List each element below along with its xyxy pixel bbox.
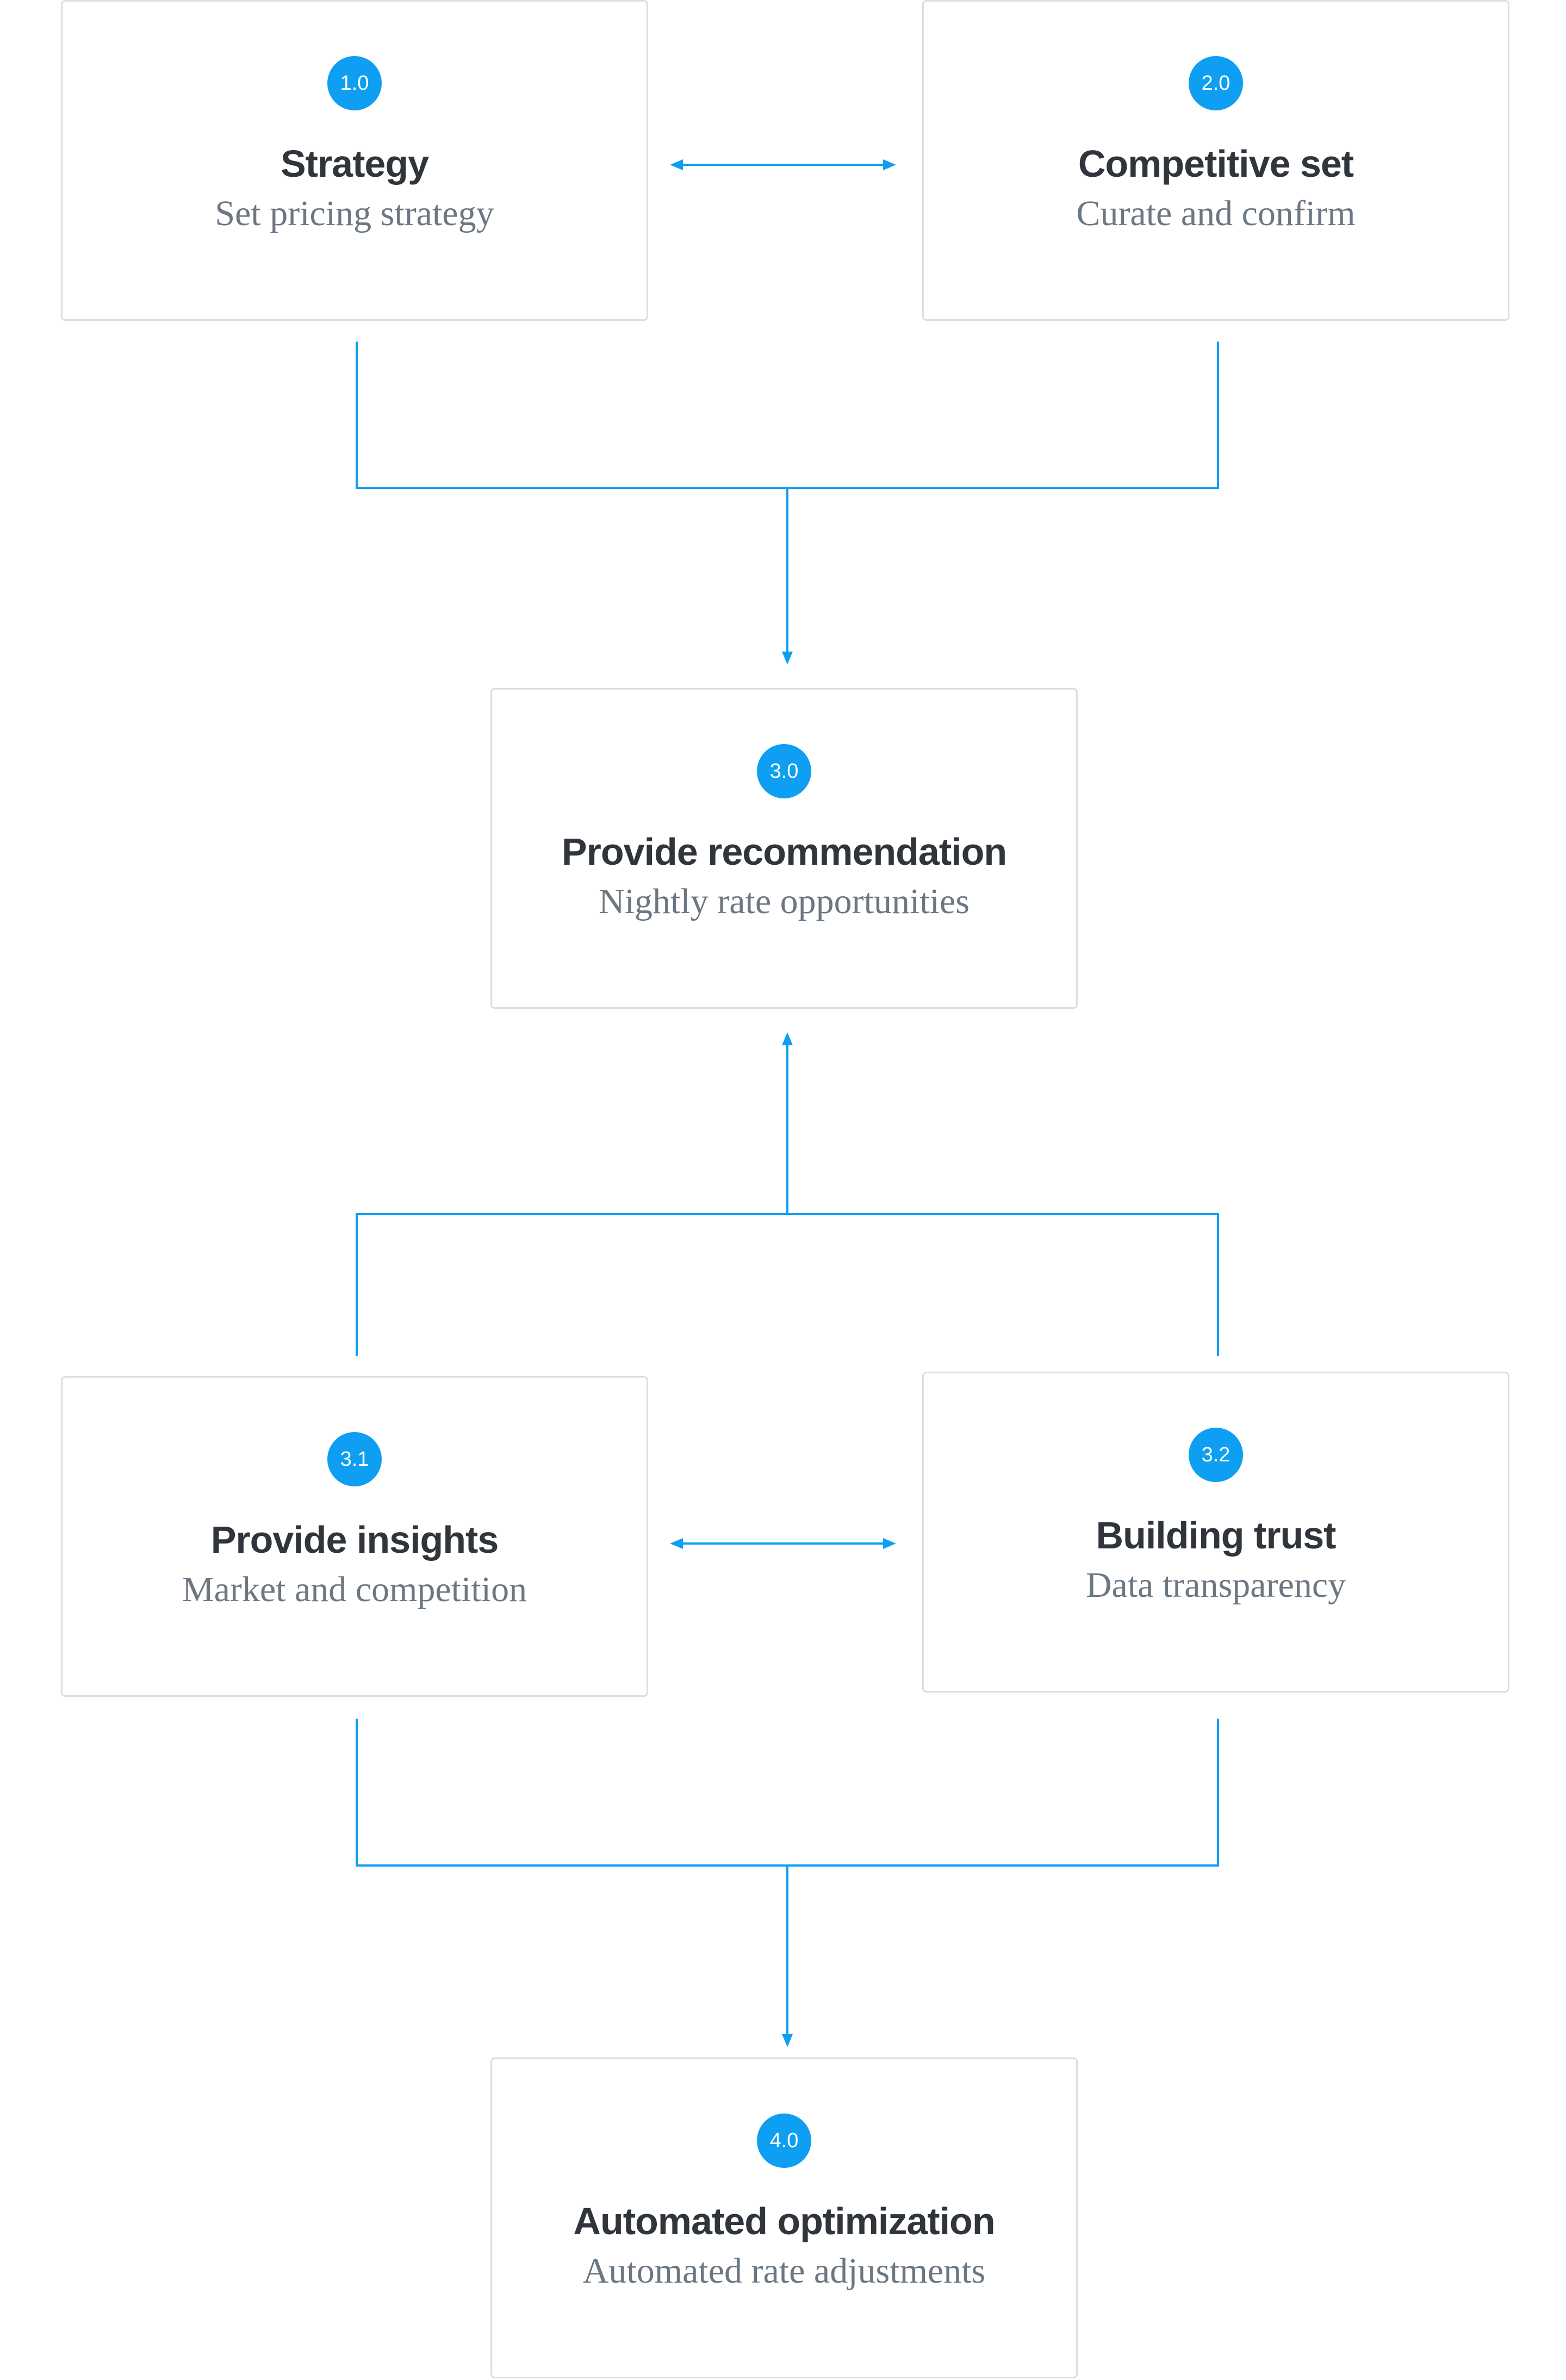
connector-bottom-merge (356, 1719, 1219, 1867)
arrowhead-right-icon (883, 159, 896, 170)
node-competitive-set: 2.0 Competitive set Curate and confirm (922, 0, 1509, 321)
connector-middle-merge (356, 1213, 1219, 1356)
arrowhead-left-icon (670, 159, 683, 170)
node-title: Strategy (280, 142, 429, 185)
node-provide-recommendation: 3.0 Provide recommendation Nightly rate … (490, 688, 1078, 1009)
arrowhead-left-icon (670, 1538, 683, 1549)
arrowhead-right-icon (883, 1538, 896, 1549)
arrowhead-up-icon (782, 1032, 793, 1045)
step-badge: 2.0 (1189, 56, 1243, 110)
node-automated-optimization: 4.0 Automated optimization Automated rat… (490, 2057, 1078, 2378)
node-title: Competitive set (1078, 142, 1354, 185)
step-badge: 4.0 (757, 2114, 811, 2168)
step-badge: 1.0 (327, 56, 382, 110)
node-subtitle: Curate and confirm (1076, 194, 1356, 233)
node-title: Building trust (1096, 1514, 1337, 1557)
step-badge: 3.2 (1189, 1428, 1243, 1482)
node-title: Provide insights (210, 1519, 499, 1561)
step-badge: 3.1 (327, 1432, 382, 1486)
node-subtitle: Automated rate adjustments (582, 2251, 986, 2291)
node-subtitle: Data transparency (1085, 1565, 1346, 1605)
arrowhead-down-icon (782, 652, 793, 665)
node-title: Provide recommendation (561, 830, 1007, 873)
step-badge: 3.0 (757, 744, 811, 798)
node-provide-insights: 3.1 Provide insights Market and competit… (61, 1376, 648, 1697)
node-subtitle: Nightly rate opportunities (599, 882, 970, 921)
node-subtitle: Set pricing strategy (215, 194, 494, 233)
connector-top-merge (356, 342, 1219, 489)
arrowhead-down-icon (782, 2034, 793, 2047)
node-title: Automated optimization (573, 2200, 995, 2242)
node-subtitle: Market and competition (182, 1570, 527, 1609)
node-building-trust: 3.2 Building trust Data transparency (922, 1372, 1509, 1693)
node-strategy: 1.0 Strategy Set pricing strategy (61, 0, 648, 321)
